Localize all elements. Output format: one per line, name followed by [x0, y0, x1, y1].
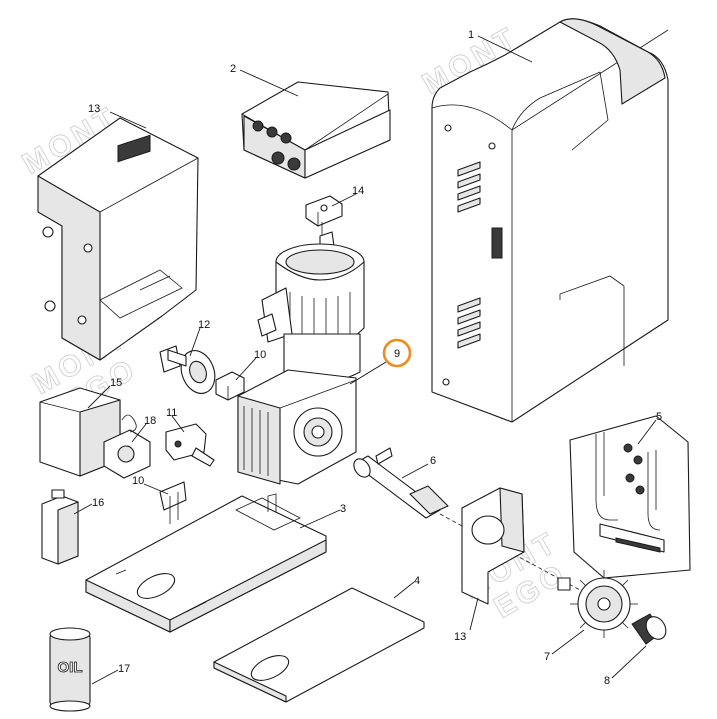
- label-14: 14: [352, 185, 364, 197]
- part-18-board: [103, 414, 151, 479]
- part-1-cover-housing: [431, 18, 669, 423]
- label-9: 9: [394, 348, 400, 360]
- label-17: 17: [118, 663, 130, 675]
- part-4-gasket: [213, 587, 425, 703]
- part-9-callout: 9: [349, 338, 412, 385]
- connector-icon: [280, 132, 292, 144]
- part-2-control-box: [241, 81, 391, 179]
- label-6: 6: [430, 455, 436, 467]
- part-15-battery: [39, 387, 121, 477]
- part-17-oil-can: OIL: [49, 627, 91, 712]
- part-3-base-plate: [85, 493, 327, 633]
- label-2: 2: [230, 63, 236, 75]
- part-7-gear: [557, 570, 638, 638]
- label-3: 3: [340, 503, 346, 515]
- part-13-plate: [461, 487, 525, 605]
- vent-slots-lower: [457, 297, 481, 349]
- label-7: 7: [544, 651, 550, 663]
- label-12: 12: [198, 319, 210, 331]
- part-5-bolt-kit: [569, 415, 691, 579]
- part-8-knob: [631, 613, 667, 645]
- label-13-frame: 13: [88, 103, 100, 115]
- callout-labels: 1 2 13 14 12 10 15 18 11 6 10 16 3 5 4 1…: [73, 29, 662, 687]
- connector-icon: [287, 157, 301, 171]
- label-18: 18: [144, 415, 156, 427]
- gearbox-fins: [243, 406, 269, 476]
- oil-can-label: OIL: [58, 659, 83, 676]
- connector-icon: [271, 151, 285, 165]
- label-15: 15: [110, 377, 122, 389]
- label-1: 1: [468, 29, 474, 41]
- part-6-shaft: [353, 447, 581, 591]
- part-11-lock: [165, 423, 215, 467]
- part-10-bracket-lower: [159, 481, 187, 524]
- highlight-ring-icon: [382, 338, 412, 368]
- power-switch-icon: [491, 227, 503, 259]
- connector-icon: [252, 120, 264, 132]
- label-11: 11: [166, 407, 177, 419]
- label-4: 4: [414, 575, 420, 587]
- label-16: 16: [92, 497, 104, 509]
- connector-icon: [266, 126, 278, 138]
- part-13-frame-chassis: [37, 117, 199, 361]
- vent-slots-upper: [457, 161, 481, 213]
- part-gearbox: [237, 369, 357, 485]
- label-5: 5: [656, 411, 662, 423]
- label-10-upper: 10: [254, 349, 266, 361]
- part-motor-assembly: [257, 243, 365, 383]
- label-13-plate: 13: [454, 631, 466, 643]
- screw-icon: [442, 378, 450, 386]
- part-12-coupling: [159, 345, 216, 394]
- screw-icon: [488, 142, 496, 150]
- label-8: 8: [604, 675, 610, 687]
- screw-icon: [444, 124, 452, 132]
- label-10-lower: 10: [132, 475, 144, 487]
- part-16-capacitor: [41, 489, 79, 565]
